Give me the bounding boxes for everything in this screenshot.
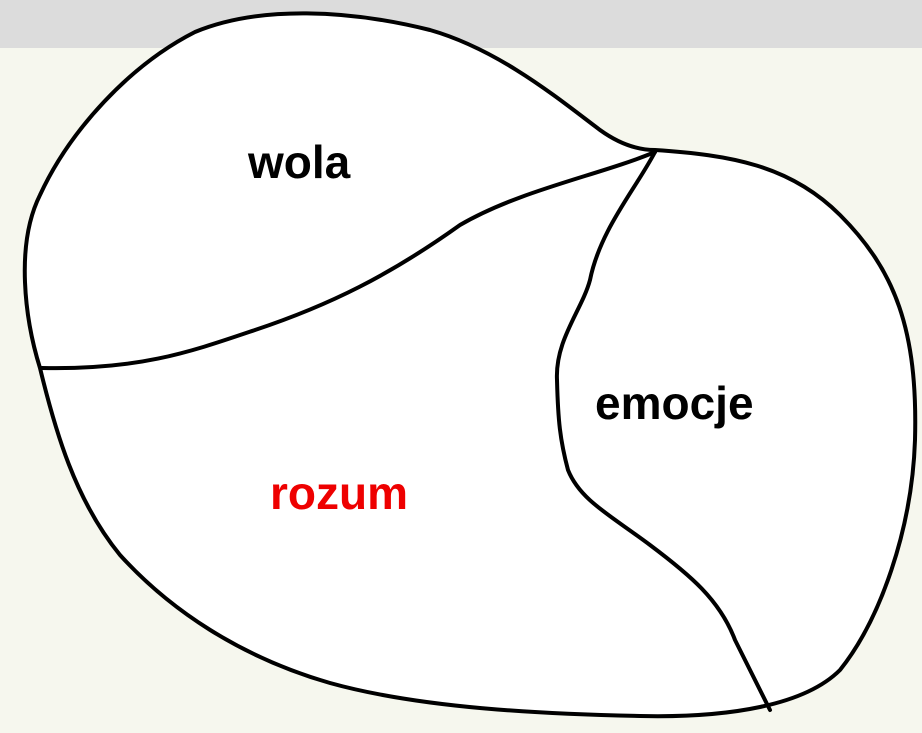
divider-wola-rozum [40, 150, 657, 371]
label-emocje: emocje [595, 377, 754, 429]
divider-rozum-emocje [554, 150, 772, 712]
label-wola: wola [247, 136, 351, 188]
outer-outline [22, 11, 918, 719]
label-rozum: rozum [270, 467, 408, 519]
